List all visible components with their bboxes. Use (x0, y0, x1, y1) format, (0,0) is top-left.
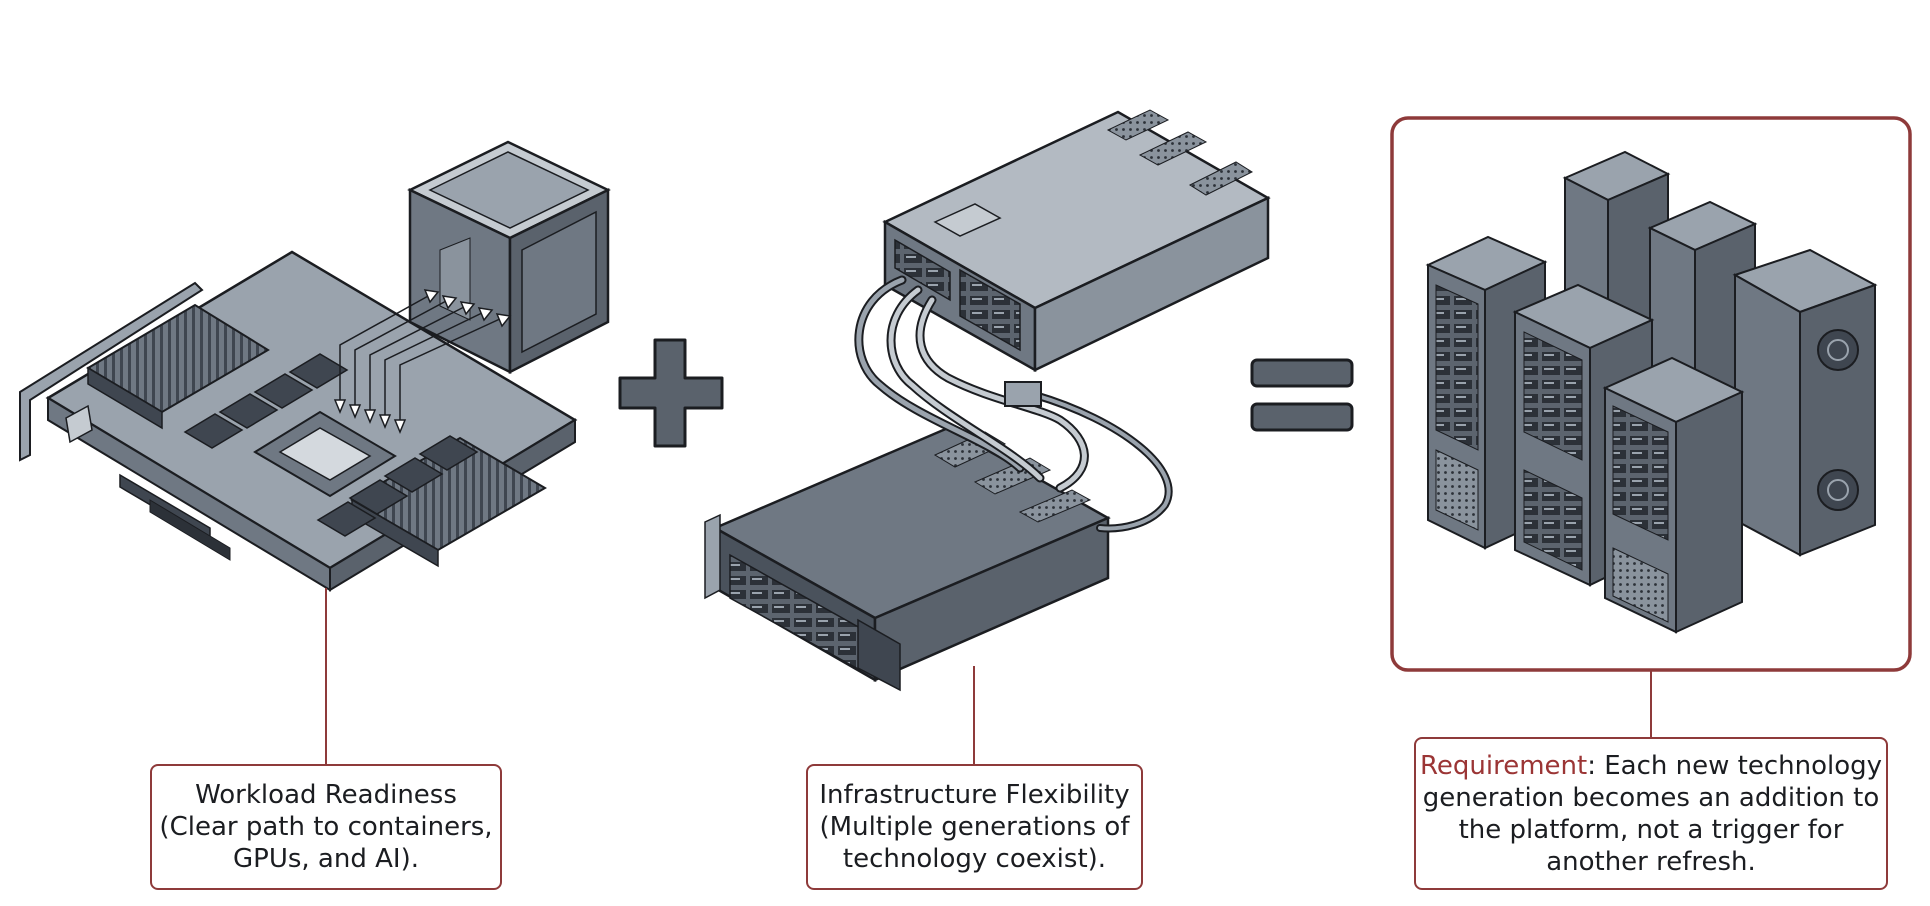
infrastructure-label-line-1: Infrastructure Flexibility (819, 780, 1130, 810)
upper-server-illustration (882, 109, 1271, 373)
workload-label-line-1: Workload Readiness (195, 780, 457, 810)
plus-icon (618, 338, 724, 448)
requirement-label-line-2: generation becomes an addition to (1422, 782, 1880, 813)
requirement-label: Requirement: Each new technology generat… (1414, 737, 1888, 890)
gpu-card-illustration (19, 250, 578, 592)
network-cables (854, 275, 1173, 533)
requirement-label-line-4: another refresh. (1546, 846, 1756, 877)
requirement-line-1-rest: : Each new technology (1587, 750, 1883, 781)
container-cube-illustration (407, 140, 611, 375)
requirement-label-line-1: Requirement: Each new technology (1420, 750, 1882, 782)
workload-label-line-3: GPUs, and AI). (233, 844, 419, 874)
infrastructure-flexibility-label: Infrastructure Flexibility (Multiple gen… (806, 764, 1143, 890)
requirement-label-line-3: the platform, not a trigger for (1458, 814, 1844, 845)
data-flow-arrows (333, 289, 512, 434)
lower-server-illustration (704, 426, 1111, 692)
server-rack-cluster-illustration (1425, 150, 1878, 634)
requirement-keyword: Requirement (1419, 750, 1588, 781)
infrastructure-label-line-2: (Multiple generations of (819, 812, 1130, 842)
workload-readiness-label: Workload Readiness (Clear path to contai… (150, 764, 502, 890)
equals-icon (1250, 358, 1354, 432)
workload-label-line-2: (Clear path to containers, (159, 812, 493, 842)
infrastructure-label-line-3: technology coexist). (842, 844, 1107, 874)
